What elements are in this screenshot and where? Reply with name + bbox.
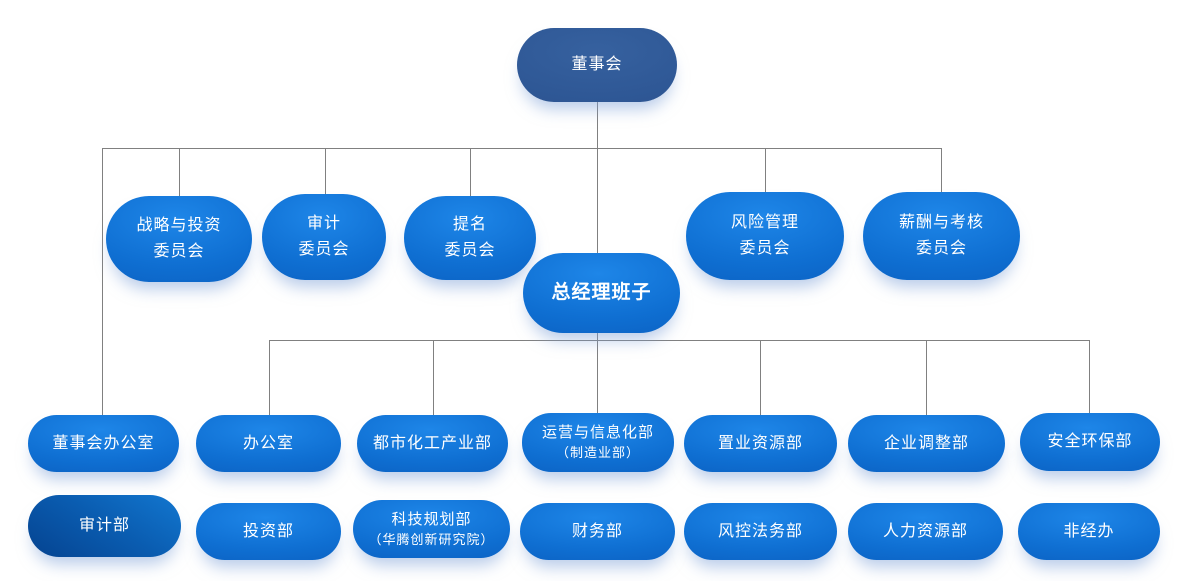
org-node-office: 办公室 [196, 415, 341, 472]
connector-audit-committee-drop [325, 148, 326, 195]
org-node-label: 人力资源部 [882, 522, 968, 540]
org-node-label: 风险管理 委员会 [730, 214, 799, 257]
connector-risk-drop [765, 148, 766, 192]
org-node-label: 风控法务部 [717, 522, 803, 540]
org-node-label: 董事会 [571, 56, 623, 73]
org-node-sublabel: （制造业部） [555, 445, 640, 460]
org-node-label: 提名 委员会 [444, 216, 496, 259]
org-node-label: 非经办 [1063, 522, 1115, 540]
org-node-label: 安全环保部 [1047, 433, 1133, 450]
org-node-risk-committee: 风险管理 委员会 [686, 192, 844, 280]
connector-enterprise-drop [926, 340, 927, 416]
org-node-tech-planning: 科技规划部 （华腾创新研究院） [353, 500, 510, 558]
org-node-strategy-committee: 战略与投资 委员会 [106, 196, 252, 282]
org-node-gm-team: 总经理班子 [523, 253, 680, 333]
org-node-label: 运营与信息化部 [541, 424, 654, 441]
connector-compensation-drop [941, 148, 942, 192]
org-node-board-office: 董事会办公室 [28, 415, 179, 472]
connector-urban-chemical-drop [433, 340, 434, 416]
org-node-hr-dept: 人力资源部 [848, 503, 1003, 560]
org-node-label: 投资部 [242, 522, 294, 540]
org-node-label: 财务部 [571, 522, 623, 540]
org-node-label: 置业资源部 [717, 434, 803, 452]
connector-strategy-drop [179, 148, 180, 196]
org-node-label: 都市化工产业部 [372, 434, 492, 452]
org-node-operations-info: 运营与信息化部 （制造业部） [522, 413, 674, 472]
connector-board-office-drop [102, 148, 103, 416]
connector-level3-rail [269, 340, 1089, 341]
org-node-risk-legal-dept: 风控法务部 [684, 503, 837, 560]
org-node-label: 董事会办公室 [52, 434, 155, 452]
org-node-investment-dept: 投资部 [196, 503, 341, 560]
connector-board-stem [597, 102, 598, 148]
org-node-label: 办公室 [242, 434, 294, 452]
connector-office-drop [269, 340, 270, 416]
org-node-board: 董事会 [517, 28, 677, 102]
org-node-non-operating-office: 非经办 [1018, 503, 1160, 560]
connector-property-drop [760, 340, 761, 416]
org-node-enterprise-adjustment: 企业调整部 [848, 415, 1005, 472]
org-node-sublabel: （华腾创新研究院） [368, 531, 495, 547]
org-node-label: 审计 委员会 [298, 215, 350, 258]
org-node-label: 审计部 [78, 517, 130, 534]
connector-gm-team-drop [597, 148, 598, 253]
org-node-label: 总经理班子 [551, 282, 652, 303]
org-node-compensation-committee: 薪酬与考核 委员会 [863, 192, 1020, 280]
org-node-nomination-committee: 提名 委员会 [404, 196, 536, 280]
org-node-finance-dept: 财务部 [520, 503, 675, 560]
org-node-audit-dept: 审计部 [28, 495, 181, 557]
org-node-label: 科技规划部 [391, 510, 472, 528]
org-node-audit-committee: 审计 委员会 [262, 194, 386, 280]
org-node-label: 薪酬与考核 委员会 [898, 214, 984, 257]
org-node-safety-environment: 安全环保部 [1020, 413, 1160, 471]
org-node-label: 战略与投资 委员会 [136, 217, 222, 260]
connector-safety-drop [1089, 340, 1090, 413]
connector-operations-drop [597, 333, 598, 415]
connector-nomination-drop [470, 148, 471, 196]
org-node-property-resources: 置业资源部 [684, 415, 837, 472]
org-node-label: 企业调整部 [883, 434, 969, 452]
connector-level2-rail [102, 148, 941, 149]
org-node-urban-chemical: 都市化工产业部 [357, 415, 508, 472]
